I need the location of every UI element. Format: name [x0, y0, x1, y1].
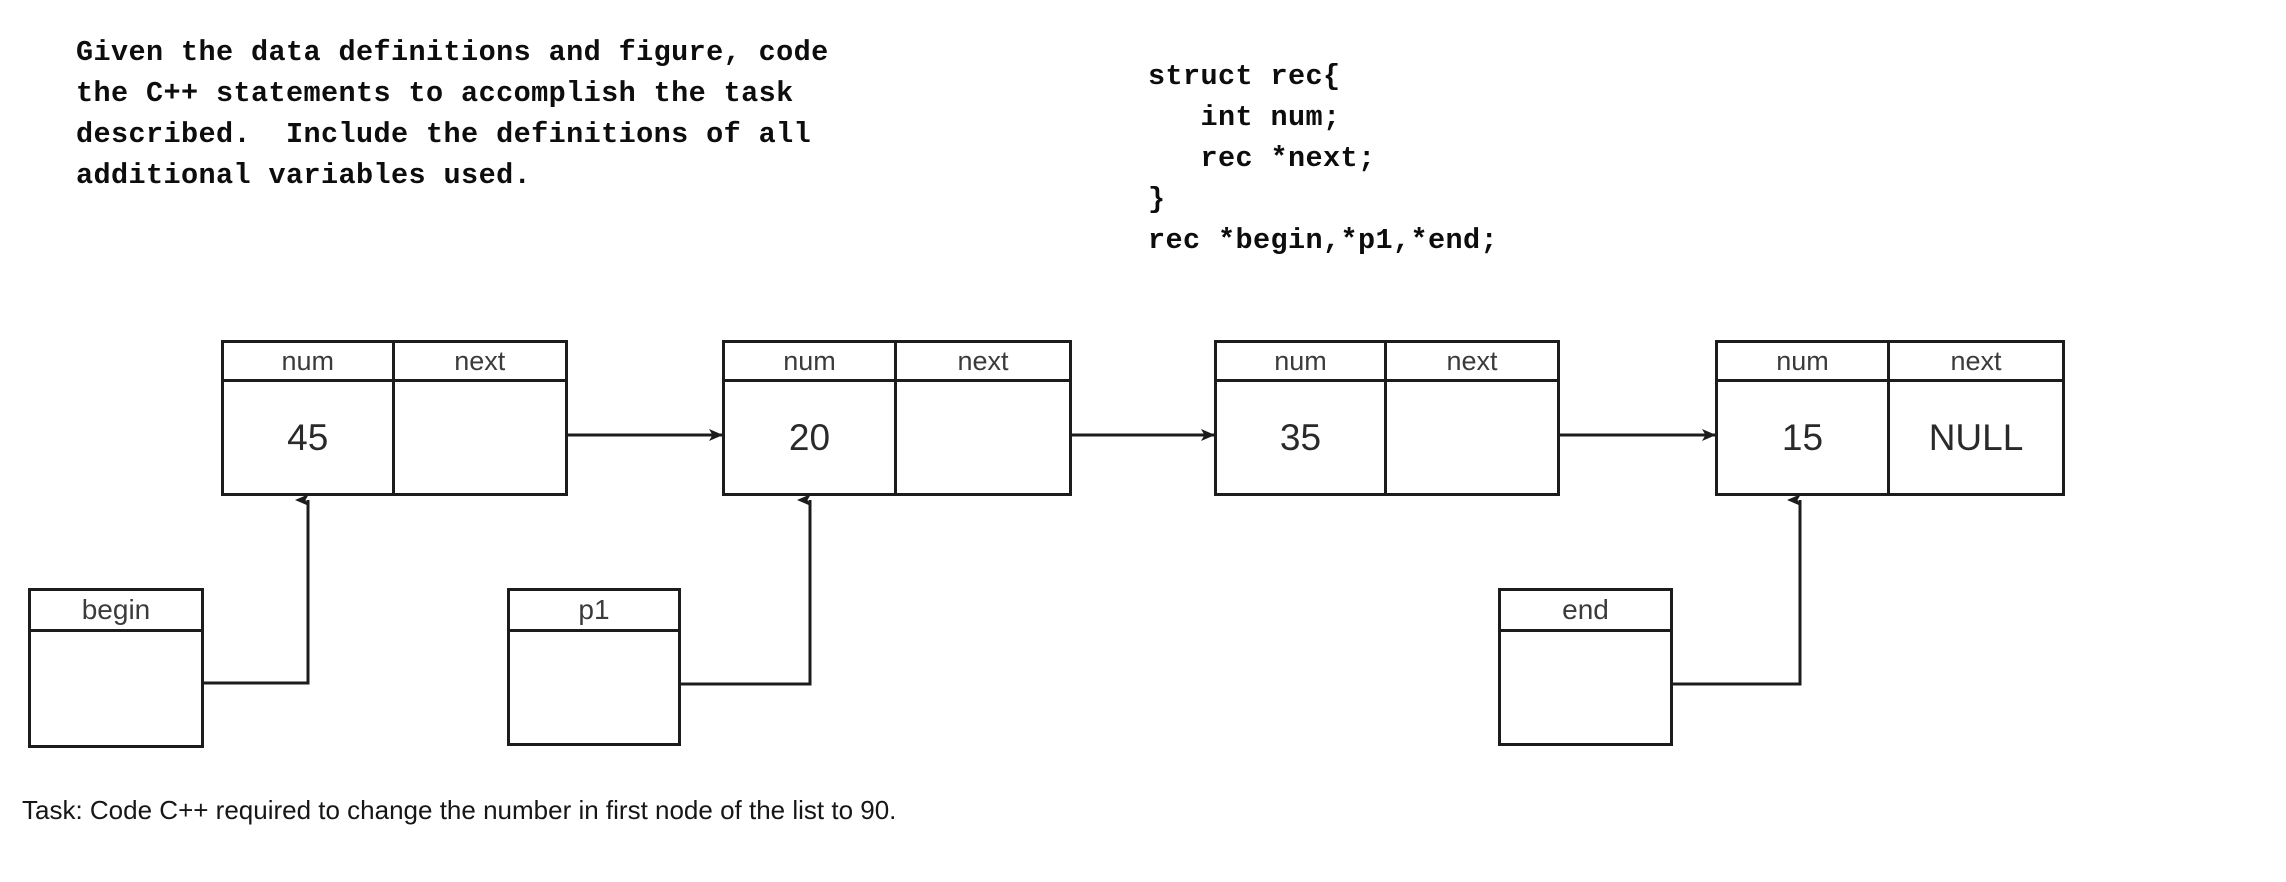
- node-num-value: 35: [1279, 417, 1322, 458]
- struct-definition-code: struct rec{ int num; rec *next; } rec *b…: [1148, 60, 1499, 257]
- node-header-row: num next: [1718, 343, 2062, 382]
- node-next-cell: NULL: [1890, 382, 2062, 493]
- task-description-text: Task: Code C++ required to change the nu…: [22, 795, 897, 825]
- list-node-1: num next 45: [221, 340, 568, 496]
- node-num-value: 20: [788, 417, 831, 458]
- node-header-num-cell: num: [224, 343, 395, 379]
- pointer-label-row: end: [1501, 591, 1670, 632]
- pointer-label-begin: begin: [81, 594, 151, 625]
- pointer-box-p1: p1: [507, 588, 681, 746]
- node-header-row: num next: [725, 343, 1069, 382]
- node-next-cell: [897, 382, 1069, 493]
- pointer-value-cell: [510, 632, 678, 743]
- node-header-next-cell: next: [1890, 343, 2062, 379]
- node-num-cell: 35: [1217, 382, 1387, 493]
- pointer-label-row: begin: [31, 591, 201, 632]
- node-num-cell: 45: [224, 382, 395, 493]
- prompt-instruction-text: Given the data definitions and figure, c…: [76, 36, 829, 192]
- node-header-next-cell: next: [395, 343, 566, 379]
- node-value-row: 45: [224, 382, 565, 493]
- node-value-row: 20: [725, 382, 1069, 493]
- node-header-num-cell: num: [1718, 343, 1890, 379]
- list-node-2: num next 20: [722, 340, 1072, 496]
- node-value-row: 35: [1217, 382, 1557, 493]
- pointer-value-cell: [1501, 632, 1670, 743]
- pointer-label-end: end: [1562, 594, 1609, 625]
- node-header-num-label: num: [281, 345, 335, 376]
- node-next-cell: [1387, 382, 1557, 493]
- pointer-value-cell: [31, 632, 201, 745]
- node-header-num-label: num: [1274, 345, 1327, 376]
- node-header-next-cell: next: [1387, 343, 1557, 379]
- arrow-p1-to-node2: [680, 494, 812, 686]
- node-num-value: 45: [287, 417, 329, 458]
- node-next-value: NULL: [1928, 417, 2024, 458]
- arrow-end-to-node4: [1672, 494, 1802, 686]
- node-header-next-cell: next: [897, 343, 1069, 379]
- node-header-num-label: num: [783, 345, 836, 376]
- node-header-row: num next: [224, 343, 565, 382]
- node-header-next-label: next: [1446, 345, 1498, 376]
- arrow-begin-to-node1: [203, 494, 310, 685]
- node-next-cell: [395, 382, 566, 493]
- node-header-next-label: next: [1950, 345, 2002, 376]
- node-num-cell: 15: [1718, 382, 1890, 493]
- node-header-next-label: next: [957, 345, 1009, 376]
- node-header-num-cell: num: [725, 343, 897, 379]
- node-num-value: 15: [1781, 417, 1824, 458]
- node-value-row: 15 NULL: [1718, 382, 2062, 493]
- node-header-next-label: next: [454, 345, 506, 376]
- pointer-box-begin: begin: [28, 588, 204, 748]
- pointer-label-row: p1: [510, 591, 678, 632]
- node-header-num-cell: num: [1217, 343, 1387, 379]
- pointer-label-p1: p1: [578, 594, 610, 625]
- list-node-3: num next 35: [1214, 340, 1560, 496]
- node-header-row: num next: [1217, 343, 1557, 382]
- node-num-cell: 20: [725, 382, 897, 493]
- node-header-num-label: num: [1776, 345, 1829, 376]
- list-node-4: num next 15 NULL: [1715, 340, 2065, 496]
- pointer-box-end: end: [1498, 588, 1673, 746]
